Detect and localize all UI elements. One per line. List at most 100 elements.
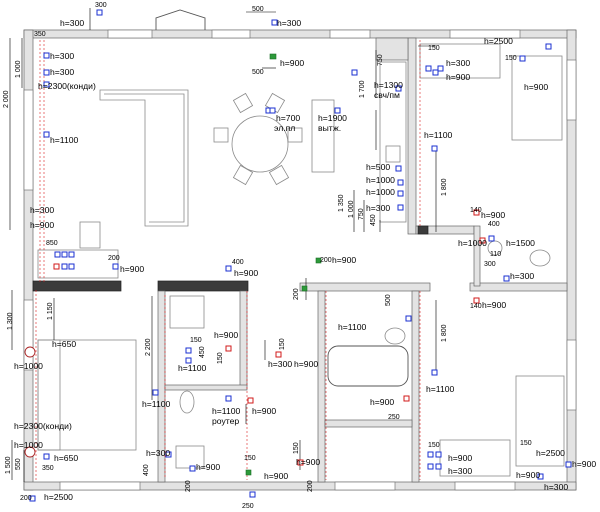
label-h300: h=300: [60, 18, 84, 28]
dim-200: 200: [185, 480, 192, 492]
label-h2300-ac: h=2300(конди): [38, 81, 96, 91]
dim-1350: 1 350: [338, 194, 345, 212]
socket: [405, 315, 412, 322]
dim-250: 250: [242, 503, 254, 510]
dim-2000: 2 000: [3, 90, 10, 108]
socket-red: [473, 297, 480, 304]
dim-400: 400: [488, 221, 500, 228]
label-h900: h=900: [481, 210, 505, 220]
wall-mid-far-right: [469, 282, 568, 292]
dim-750: 750: [377, 54, 384, 66]
dim-140: 140: [470, 207, 482, 214]
dim-110: 110: [490, 251, 501, 258]
corner-block-dark: [417, 225, 429, 235]
label-h900: h=900: [516, 470, 540, 480]
label-h900: h=900: [234, 268, 258, 278]
label-vytzh: вытж.: [318, 123, 341, 133]
dim-1300: 1 300: [7, 312, 14, 330]
label-h900: h=900: [120, 264, 144, 274]
toilet-2: [529, 249, 551, 267]
label-h1000: h=1000: [14, 361, 43, 371]
label-h900: h=900: [332, 255, 356, 265]
label-h300: h=300: [50, 67, 74, 77]
window-top-2: [211, 29, 251, 39]
label-h900: h=900: [370, 397, 394, 407]
socket: [61, 263, 68, 270]
socket: [269, 107, 276, 114]
dim-450: 450: [370, 214, 377, 226]
socket: [435, 463, 442, 470]
wall-vert-bath-left: [239, 290, 248, 387]
socket: [427, 463, 434, 470]
label-h1900: h=1900: [318, 113, 347, 123]
wardrobe-lower-right: [439, 439, 511, 477]
socket: [435, 451, 442, 458]
socket: [112, 263, 119, 270]
label-h300: h=300: [268, 359, 292, 369]
label-h1100-router: h=1100: [212, 406, 240, 416]
socket: [68, 263, 75, 270]
dim-1000: 1 000: [348, 200, 355, 218]
socket: [165, 451, 172, 458]
dim-300: 300: [95, 2, 107, 9]
socket: [351, 69, 358, 76]
socket: [54, 251, 61, 258]
dim-150: 150: [244, 455, 256, 462]
socket: [152, 389, 159, 396]
socket: [397, 204, 404, 211]
dim-200: 200: [293, 288, 300, 300]
headboard-lower-left: [37, 339, 61, 451]
label-h1100: h=1100: [426, 384, 454, 394]
socket: [503, 275, 510, 282]
sockets: [24, 9, 572, 502]
label-h900: h=900: [294, 359, 318, 369]
dim-250: 250: [388, 414, 400, 421]
kitchen-sink: [385, 145, 401, 163]
sofa-inner: [104, 93, 185, 223]
socket-green: [269, 53, 277, 60]
dim-1800: 1 800: [441, 324, 448, 342]
sofa: [99, 89, 189, 227]
label-h650: h=650: [52, 339, 76, 349]
window-bottom-1: [59, 481, 141, 491]
dim-1500: 1 500: [5, 456, 12, 474]
dim-150: 150: [190, 337, 202, 344]
label-h2300-ac: h=2300(конди): [14, 421, 72, 431]
socket-red: [479, 237, 486, 244]
socket: [425, 65, 432, 72]
socket: [249, 491, 256, 498]
desk: [37, 249, 119, 279]
label-h1300: h=1300: [374, 80, 403, 90]
chair-1: [232, 92, 254, 114]
wall-mid-center: [157, 280, 249, 292]
label-h300: h=300: [448, 466, 472, 476]
dim-150: 150: [505, 55, 517, 62]
wall-vert-right-lower: [411, 290, 420, 483]
toilet-1: [179, 390, 195, 414]
label-h300: h=300: [544, 482, 568, 492]
window-bottom-3: [454, 481, 516, 491]
socket: [395, 85, 402, 92]
dim-200: 200: [307, 480, 314, 492]
socket-red: [275, 351, 282, 358]
wall-vert-right-upper: [407, 37, 417, 235]
chair-4: [268, 164, 290, 186]
socket: [334, 107, 341, 114]
socket: [488, 235, 495, 242]
label-h1100: h=1100: [424, 130, 452, 140]
window-top-3: [329, 29, 371, 39]
label-h900: h=900: [30, 220, 54, 230]
socket: [185, 357, 192, 364]
socket-green: [245, 469, 252, 476]
label-h1100: h=1100: [338, 322, 366, 332]
label-h900: h=900: [196, 462, 220, 472]
label-h300: h=300: [30, 205, 54, 215]
socket: [225, 265, 232, 272]
bathtub: [327, 345, 409, 387]
label-h1000: h=1000: [366, 175, 395, 185]
dim-140: 140: [470, 303, 482, 310]
dining-table: [231, 115, 289, 173]
dim-850: 850: [46, 240, 58, 247]
socket: [565, 461, 572, 468]
